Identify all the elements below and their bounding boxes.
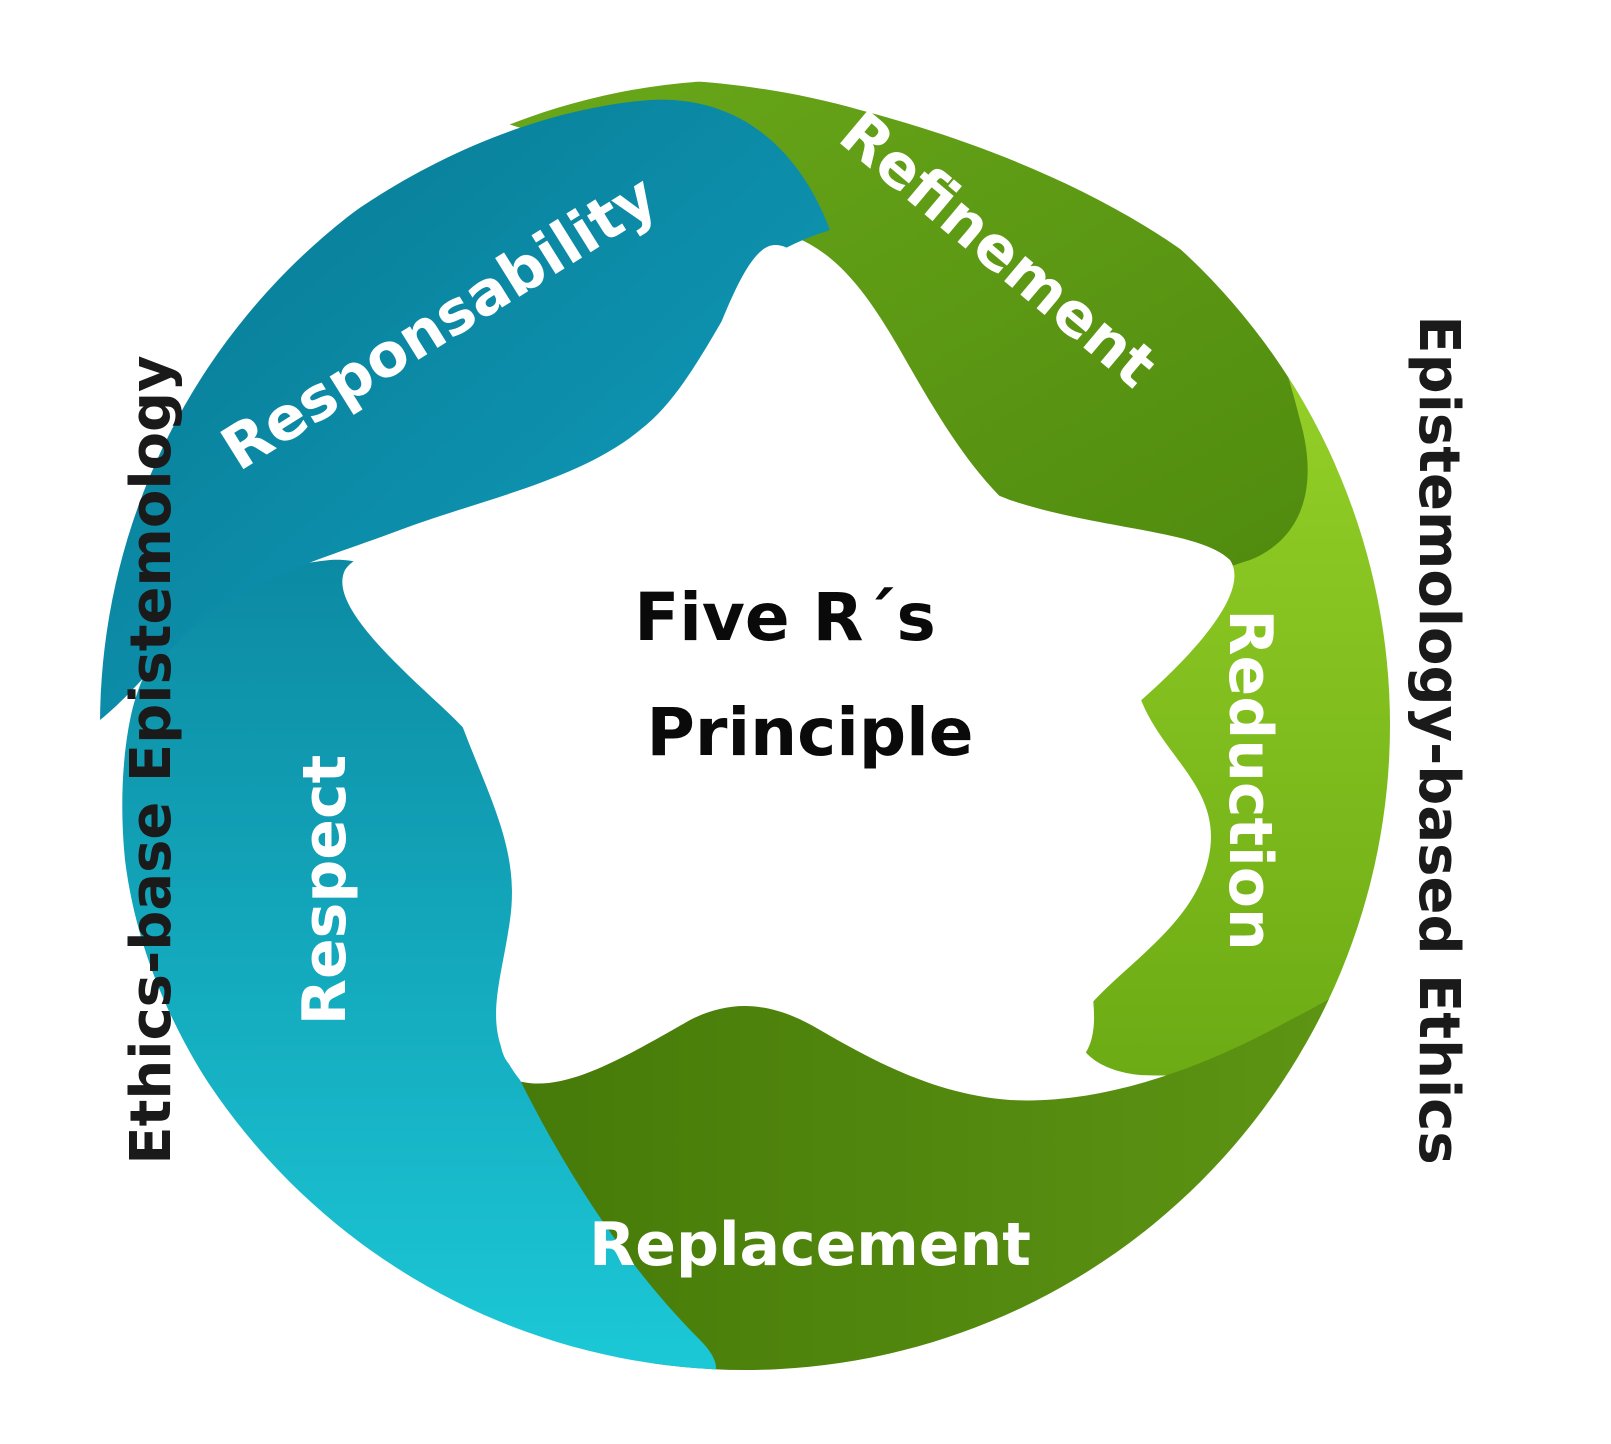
center-title-line2: Principle: [647, 694, 974, 771]
segment-responsability: [100, 99, 830, 720]
segment-refinement: [430, 80, 1336, 593]
segment-replacement: [508, 960, 1390, 1370]
label-reduction: Reduction: [1215, 609, 1285, 950]
label-respect: Respect: [290, 755, 360, 1026]
outer-label-right: Epistemology-based Ethics: [1406, 315, 1471, 1164]
segment-respect: [122, 559, 716, 1370]
outer-label-left: Ethics-base Epistemology: [119, 355, 184, 1164]
center-title-line1: Five R´s: [634, 579, 936, 656]
label-replacement: Replacement: [589, 1210, 1031, 1280]
center-star: [342, 245, 1235, 1072]
